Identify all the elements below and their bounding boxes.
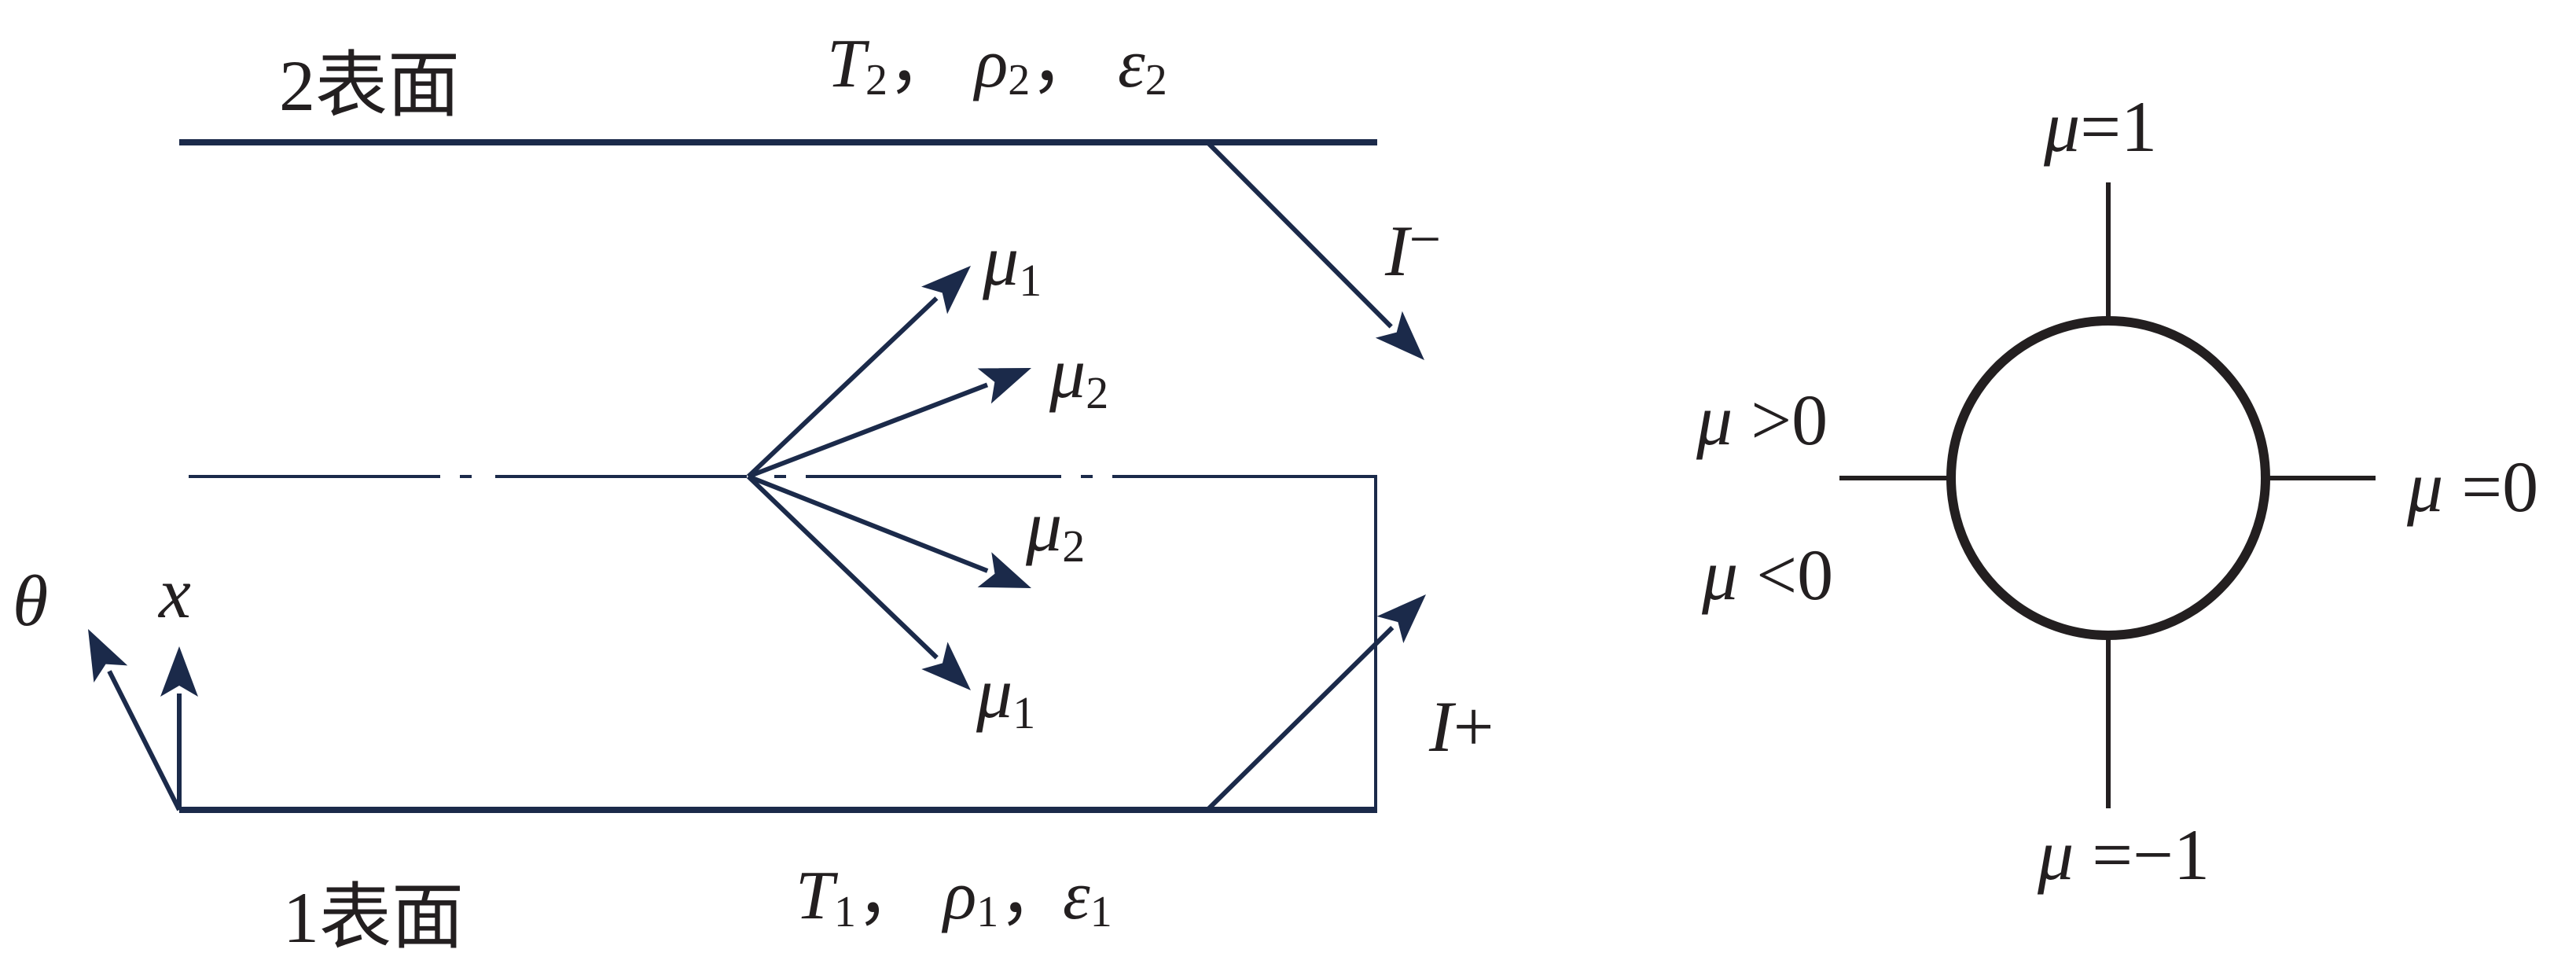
legend-right-label: μ =0 [2406,447,2538,527]
surface-1-label: 1表面 [283,878,464,958]
legend-top-label: μ=1 [2043,86,2157,167]
direction-arrows [88,140,1426,812]
intensity-up-label: I+ [1428,686,1494,767]
intensity-down-label: I− [1384,208,1441,291]
arrow-intensity-up [1205,594,1426,812]
arrow-theta-axis [88,629,182,811]
arrow-mu2-upper [747,368,1031,479]
legend-bottom-label: μ =−1 [2037,815,2210,895]
surface-2-properties: T2，ρ2，ε2 [827,26,1167,105]
x-axis-label: x [157,553,191,633]
mu1-lower-label: μ1 [976,653,1035,738]
mu-direction-legend: μ=1 μ =0 μ =−1 μ >0 μ <0 [1696,86,2538,895]
mu2-lower-label: μ2 [1025,486,1085,572]
unit-circle [1946,316,2270,640]
arrow-x-axis [160,646,198,810]
legend-negative-label: μ <0 [1701,535,1833,615]
arrow-mu1-upper [746,266,971,479]
theta-axis-label: θ [13,561,48,641]
arrow-mu1-lower [746,474,971,690]
legend-positive-label: μ >0 [1696,380,1828,460]
surface-1-text: 1表面 [283,878,464,958]
mu1-upper-label: μ1 [982,220,1042,306]
arrow-mu2-lower [747,474,1031,588]
slab [179,139,1377,813]
surface-2-label: 2表面 [279,46,460,126]
arrow-intensity-down [1205,140,1424,360]
surface-1-properties: T1，ρ1，ε1 [796,858,1112,936]
surface-2-text: 2表面 [279,46,460,126]
mu2-upper-label: μ2 [1049,333,1108,418]
